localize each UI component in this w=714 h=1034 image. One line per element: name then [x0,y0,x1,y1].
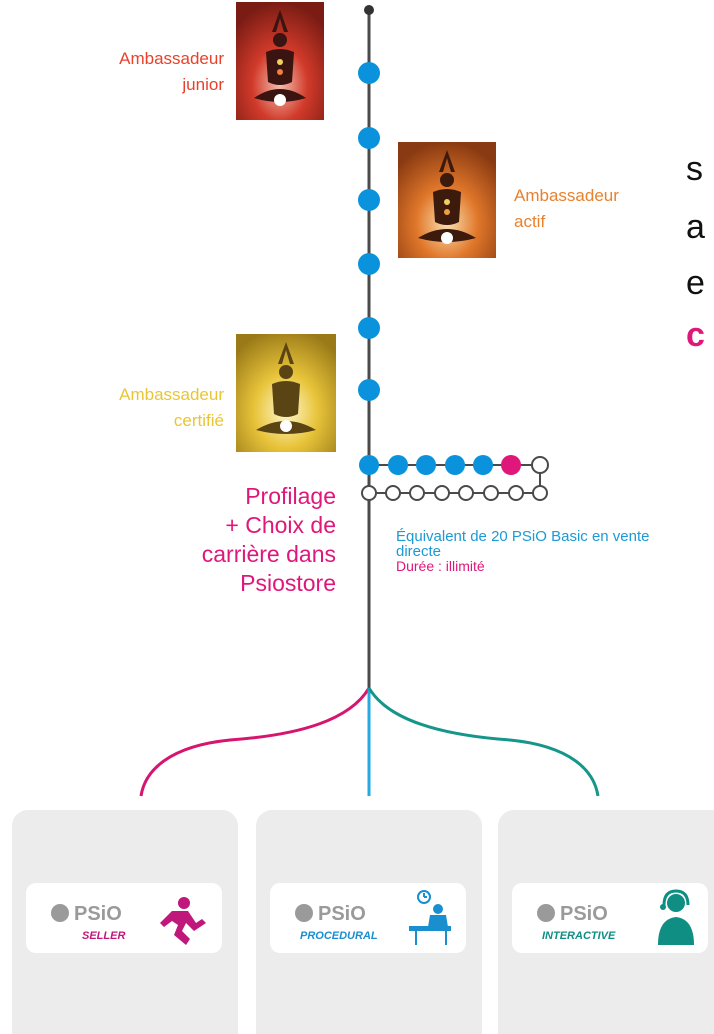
branch-seller [139,687,371,797]
progress-dot-filled [359,455,379,475]
rank-label-junior: Ambassadeur junior [60,46,224,98]
brand-text: PSiO [318,903,366,925]
milestone-dot [358,379,380,401]
progress-dot-empty [361,485,377,501]
milestone-dot [358,317,380,339]
psio-emblem-icon [295,904,313,922]
meditation-image-orange [398,142,496,258]
progress-dot-empty [531,456,549,474]
meditation-image-yellow [236,334,336,452]
rank-label-certifie: Ambassadeur certifié [60,382,224,434]
brand-text: PSiO [74,903,122,925]
progress-dot-filled [445,455,465,475]
milestone-dot [358,253,380,275]
cropped-letter: c [686,316,705,354]
brand-text: PSiO [560,903,608,925]
logo-svg: PSiO PROCEDURAL [295,890,451,945]
profiling-line: Psiostore [240,570,336,596]
meditation-figure-icon [236,334,336,452]
rank-title: Ambassadeur [119,385,224,404]
progress-dot-filled [388,455,408,475]
progress-dot-empty [385,485,401,501]
meditation-figure-icon [398,142,496,258]
cropped-letter: a [686,208,705,246]
cropped-letter: e [686,264,705,302]
product-card-procedural[interactable]: PSiO PROCEDURAL [256,810,482,1034]
running-person-icon [160,897,206,945]
progress-dot-filled [416,455,436,475]
progress-dot-empty [508,485,524,501]
timeline-start-dot [364,5,374,15]
equivalent-line: directe [396,543,442,560]
psio-emblem-icon [537,904,555,922]
product-label: PROCEDURAL [300,930,378,942]
rank-level: junior [182,75,224,94]
progress-dot-empty [532,485,548,501]
rank-title: Ambassadeur [119,49,224,68]
progress-dot-filled [473,455,493,475]
psio-seller-logo: PSiO SELLER [26,883,222,953]
profiling-line: Profilage [245,483,336,509]
psio-emblem-icon [51,904,69,922]
psio-procedural-logo: PSiO PROCEDURAL [270,883,466,953]
person-headset-icon [658,889,694,945]
logo-svg: PSiO SELLER [51,897,206,945]
logo-svg: PSiO INTERACTIVE [537,889,694,945]
progress-dots-row-2 [361,485,548,501]
progress-dot-current [501,455,521,475]
branch-interactive [367,687,600,797]
rank-level: certifié [173,411,224,430]
profiling-line: + Choix de [225,512,336,538]
meditation-figure-icon [236,2,324,120]
product-card-seller[interactable]: PSiO SELLER [12,810,238,1034]
progress-dot-empty [434,485,450,501]
rank-level: actif [514,212,546,231]
equivalent-line: Équivalent de 20 PSiO Basic en vente [396,528,650,545]
product-label: SELLER [82,930,125,942]
equivalent-text: Équivalent de 20 PSiO Basic en vente dir… [396,529,712,574]
product-card-interactive[interactable]: PSiO INTERACTIVE [498,810,714,1034]
rank-label-actif: Ambassadeur actif [514,183,704,235]
product-label: INTERACTIVE [542,930,616,942]
profiling-line: carrière dans [201,541,336,567]
meditation-image-red [236,2,324,120]
milestone-dot [358,62,380,84]
duration-line: Durée : illimité [396,558,485,574]
cropped-letter: s [686,150,703,188]
progress-dots-row-1 [359,455,549,475]
milestone-dot [358,189,380,211]
psio-interactive-logo: PSiO INTERACTIVE [512,883,708,953]
progress-dot-empty [483,485,499,501]
profiling-text: Profilage + Choix de carrière dans Psios… [150,482,336,598]
progress-dot-empty [409,485,425,501]
progress-dot-empty [458,485,474,501]
rank-title: Ambassadeur [514,186,619,205]
milestone-dot [358,127,380,149]
